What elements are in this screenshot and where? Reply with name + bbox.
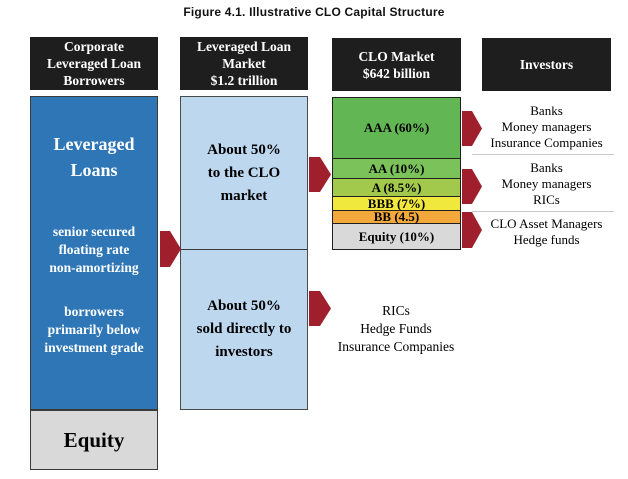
arrow-mezzanine-to-investors-icon [462,169,482,204]
investor-group-mezzanine: Banks Money managers RICs [501,160,592,207]
to-clo-market-text: About 50% to the CLO market [207,141,281,204]
tranche-aa: AA (10%) [333,159,460,179]
tranche-bb: BB (4.5) [333,209,460,224]
leveraged-loans-label: Leveraged Loans [53,134,135,180]
clo-tranche-stack: AAA (60%)AA (10%)A (8.5%)BBB (7%)BB (4.5… [332,97,461,250]
tranche-a: A (8.5%) [333,179,460,197]
investors-header: Investors [482,38,611,91]
figure-title: Figure 4.1. Illustrative CLO Capital Str… [183,5,445,19]
investor-divider-2 [472,211,614,212]
borrower-characteristics-text: borrowers primarily below investment gra… [44,304,144,355]
loan-market-box: About 50% to the CLO market About 50% so… [180,96,308,410]
tranche-equity: Equity (10%) [333,224,460,249]
leveraged-loans-box: Leveraged Loans senior secured floating … [30,96,158,410]
borrowers-header: Corporate Leveraged Loan Borrowers [30,37,158,90]
loan-market-header: Leveraged Loan Market $1.2 trillion [180,37,308,90]
investor-group-senior: Banks Money managers Insurance Companies [490,103,603,150]
arrow-aaa-to-investors-icon [462,111,482,146]
investor-group-junior: CLO Asset Managers Hedge funds [490,216,603,247]
tranche-aaa: AAA (60%) [333,98,460,159]
tranche-bbb: BBB (7%) [333,196,460,211]
clo-market-header: CLO Market $642 billion [332,38,461,91]
arrow-market-to-direct-investors-icon [309,291,331,326]
loan-characteristics-text: senior secured floating rate non-amortiz… [49,224,139,275]
borrower-equity-box: Equity [30,410,158,470]
arrow-junior-to-investors-icon [462,212,482,248]
loan-market-divider [181,249,307,250]
arrow-market-to-clo-icon [309,157,331,192]
direct-investors-text: RICs Hedge Funds Insurance Companies [337,303,455,354]
sold-directly-text: About 50% sold directly to investors [196,298,292,360]
arrow-loans-to-market-icon [160,231,181,267]
investor-divider-1 [472,154,614,155]
